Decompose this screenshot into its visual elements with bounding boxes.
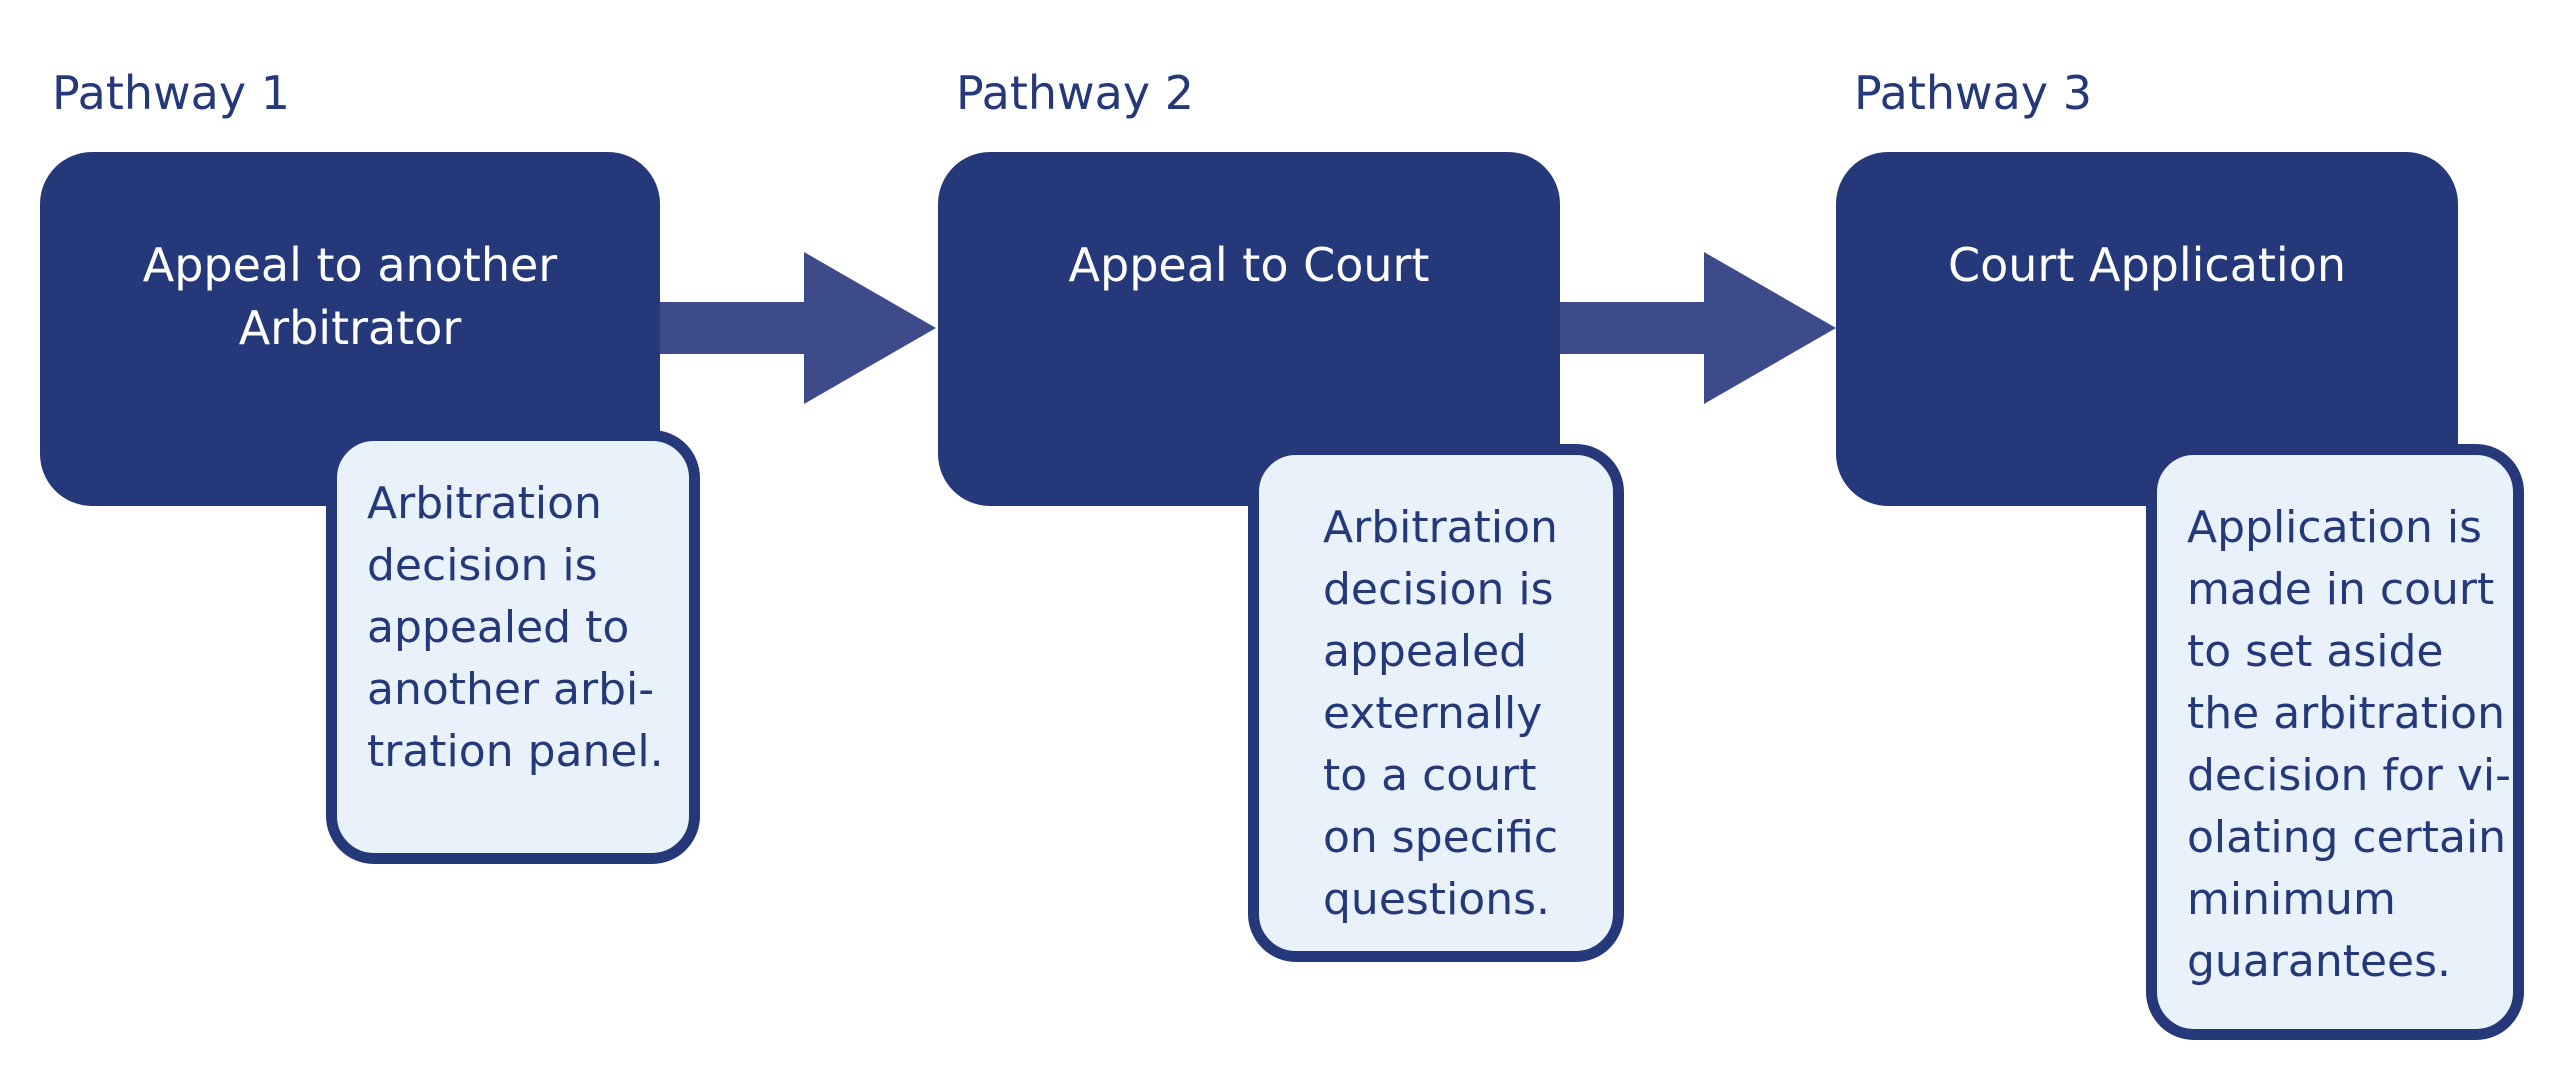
right-arrow-icon — [660, 252, 936, 404]
pathway-3-detail: Application is made in court to set asid… — [2146, 444, 2524, 1040]
pathway-2-label: Pathway 2 — [956, 66, 1194, 120]
pathway-1-detail: Arbitration decision is appealed to anot… — [326, 430, 700, 864]
pathway-1-box: Appeal to another Arbitrator — [40, 152, 660, 506]
pathway-1-label: Pathway 1 — [52, 66, 290, 120]
pathway-3-title: Court Application — [1947, 238, 2346, 292]
pathway-3-label: Pathway 3 — [1854, 66, 2092, 120]
pathway-1-title: Appeal to another Arbitrator — [142, 238, 558, 355]
right-arrow-icon — [1560, 252, 1836, 404]
pathway-2-title: Appeal to Court — [1068, 238, 1430, 292]
pathway-2-detail: Arbitration decision is appealed externa… — [1248, 444, 1624, 962]
